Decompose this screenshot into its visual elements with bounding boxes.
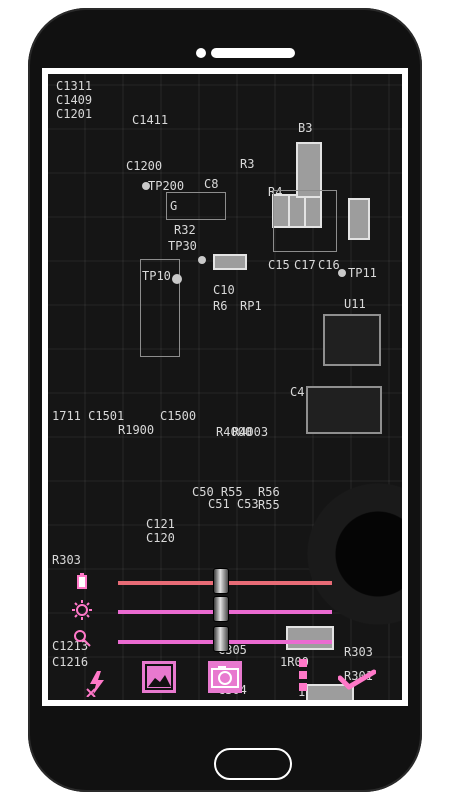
- board-label: R4000: [216, 425, 253, 439]
- chip-main: [306, 386, 382, 434]
- board-label: C1200: [126, 159, 163, 173]
- test-point: [198, 256, 206, 264]
- board-label: C4: [290, 385, 305, 399]
- resistor-1r00: [306, 684, 354, 700]
- board-label: R303: [344, 645, 373, 659]
- board-label: RP1: [240, 299, 262, 313]
- board-label: C1311: [56, 79, 93, 93]
- check-icon[interactable]: [338, 664, 376, 698]
- slider-knob-level-2[interactable]: [212, 596, 229, 622]
- board-label: TP30: [168, 239, 197, 253]
- board-label: C50 R55: [192, 485, 243, 499]
- board-label: R1900: [118, 423, 155, 437]
- camera-controls: [48, 74, 402, 700]
- board-label: R56: [258, 485, 280, 499]
- board-label: C1213: [52, 639, 89, 653]
- earpiece-speaker: [211, 48, 295, 58]
- board-label: R55: [258, 498, 280, 512]
- board-label: C10: [213, 283, 235, 297]
- board-label: U11: [344, 297, 366, 311]
- board-label: TP10: [142, 269, 171, 283]
- board-label: R4003: [232, 425, 269, 439]
- component-b3: [296, 142, 322, 198]
- resistor: [213, 254, 247, 270]
- board-label: C17: [294, 258, 316, 272]
- slider-knob-level-1[interactable]: [212, 568, 229, 594]
- circuit-trace: [166, 192, 226, 220]
- more-icon[interactable]: [284, 658, 322, 692]
- slider-knob-level-3[interactable]: [212, 626, 229, 652]
- board-label: G: [170, 199, 178, 213]
- board-label: C121: [146, 517, 175, 531]
- board-label: C8: [204, 177, 219, 191]
- test-point: [338, 269, 346, 277]
- board-label: C51 C53: [208, 497, 259, 511]
- front-camera: [196, 48, 206, 58]
- board-label: C1201: [56, 107, 93, 121]
- board-label: R32: [174, 223, 196, 237]
- board-label: C16: [318, 258, 340, 272]
- board-label: R3: [240, 157, 255, 171]
- board-label: C15: [268, 258, 290, 272]
- board-label: R6: [213, 299, 228, 313]
- board-label: TP200: [148, 179, 185, 193]
- brightness-icon: [72, 600, 92, 620]
- battery-icon: [72, 572, 92, 592]
- board-label: R303: [52, 553, 81, 567]
- flash-off-icon[interactable]: [78, 666, 116, 700]
- resistor-1r00: [286, 626, 334, 650]
- board-label: B3: [298, 121, 313, 135]
- camera-icon[interactable]: [206, 660, 244, 694]
- board-label: C1216: [52, 655, 89, 669]
- test-point: [172, 274, 182, 284]
- home-button[interactable]: [214, 748, 292, 780]
- circuit-trace: [273, 190, 337, 252]
- chip-u11: [323, 314, 381, 366]
- gallery-icon[interactable]: [140, 660, 178, 694]
- board-label: C1500: [160, 409, 197, 423]
- test-point: [142, 182, 150, 190]
- zoom-icon: [72, 628, 92, 648]
- board-label: C1411: [132, 113, 169, 127]
- board-label: C120: [146, 531, 175, 545]
- board-label: C1409: [56, 93, 93, 107]
- circuit-trace: [140, 259, 180, 357]
- board-label: 1711 C1501: [52, 409, 125, 423]
- component-b1: [348, 198, 370, 240]
- board-label: TP11: [348, 266, 377, 280]
